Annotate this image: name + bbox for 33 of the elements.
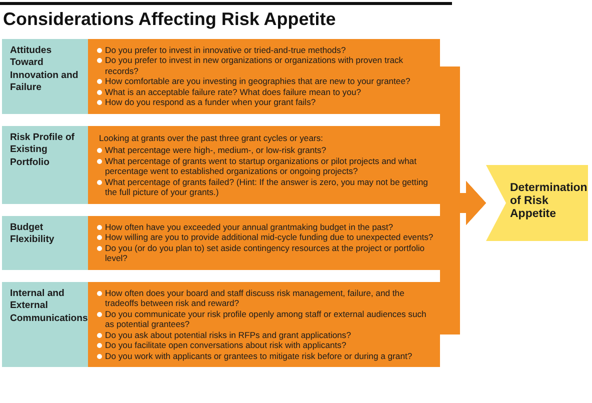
bullet-item: Do you communicate your risk profile openly among staff or external audiences such as potential grantees? xyxy=(96,308,436,330)
bullet-item: What percentage of grants failed? (Hint: If the answer is zero, you may not be getting the full picture of your grants.) xyxy=(96,176,436,198)
merge-arrow xyxy=(440,181,486,334)
bullet-item: Do you prefer to invest in innovative or tried-and-true methods? xyxy=(96,45,436,56)
bullet-item: Do you (or do you plan to) set aside contingency resources at the project or portfolio level? xyxy=(96,242,436,264)
bullet-item: Do you ask about potential risks in RFPs and grant applications? xyxy=(96,330,436,340)
bullet-item: Do you work with applicants or grantees to mitigate risk before or during a grant? xyxy=(96,350,436,362)
question-panel xyxy=(88,39,440,114)
bullet-item: Do you facilitate open conversations about risk with applicants? xyxy=(96,340,436,351)
bullet-item: How do you respond as a funder when your grant fails? xyxy=(96,97,436,108)
category-heading: Internal and External Communications xyxy=(10,288,88,324)
question-panel xyxy=(88,126,440,204)
outcome-banner xyxy=(486,165,588,241)
category-heading: Budget Flexibility xyxy=(10,222,54,246)
category-box xyxy=(2,282,88,368)
category-box xyxy=(2,39,88,114)
bullet-item: What percentage were high-, medium-, or low-risk grants? xyxy=(96,145,436,156)
category-heading: Risk Profile of Existing Portfolio xyxy=(10,132,75,168)
outcome-label: Determination of Risk Appetite xyxy=(510,182,588,222)
question-panel xyxy=(88,282,440,368)
bullet-item: How often does your board and staff discuss risk management, failure, and the tradeoffs between risk and reward? xyxy=(96,288,436,309)
diagram-title: Considerations Affecting Risk Appetite xyxy=(3,9,336,30)
category-heading: Attitudes Toward Innovation and Failure xyxy=(10,45,78,94)
question-panel xyxy=(88,216,440,270)
bullet-item: How often have you exceeded your annual grantmaking budget in the past? xyxy=(96,222,436,232)
bullet-item: Do you prefer to invest in new organizations or organizations with proven track records? xyxy=(96,55,436,76)
bullet-item: What is an acceptable failure rate? What does failure mean to you? xyxy=(96,86,436,98)
bullet-item: How comfortable are you investing in geographies that are new to your grantee? xyxy=(96,76,436,87)
bullet-item: What percentage of grants went to startup organizations or pilot projects and what percentage went to established organizations or ongoing projects? xyxy=(96,156,436,177)
category-box xyxy=(2,126,88,204)
category-box xyxy=(2,216,88,270)
bullet-item: How willing are you to provide additional mid-cycle funding due to unexpected events? xyxy=(96,232,436,243)
intro-text: Looking at grants over the past three grant cycles or years: xyxy=(99,132,324,144)
